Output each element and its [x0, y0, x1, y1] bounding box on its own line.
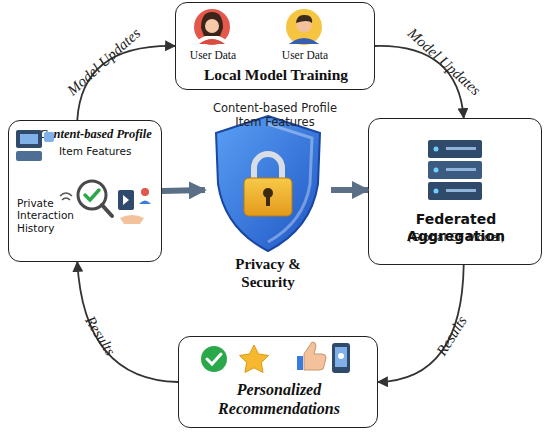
- box-note: Private Interaction History: [17, 197, 79, 234]
- box-title: Personalized Recommendations: [204, 381, 354, 419]
- box-title: Local Model Training: [176, 66, 376, 84]
- profile-box: Content-based ProfileItem FeaturesPrivat…: [8, 120, 162, 262]
- user-label: User Data: [178, 49, 248, 63]
- user-avatar: [194, 9, 230, 45]
- user-avatar: [286, 9, 322, 45]
- box-subtitle: Item Features: [59, 145, 159, 157]
- edge-label: Model Updates: [64, 25, 144, 99]
- floating-label: Content-based Profile Item Features: [205, 101, 345, 130]
- recommendation-icons: [201, 342, 350, 373]
- flow-arrow: [331, 187, 368, 193]
- cycle-arrow: [77, 262, 178, 382]
- box-title: Content-based Profile: [39, 127, 161, 142]
- flow-arrow: [162, 190, 205, 191]
- privacy-shield: Privacy & Security: [205, 112, 331, 312]
- process-box: User Data User DataLocal Model Training: [175, 2, 375, 90]
- shield-caption: Privacy & Security: [235, 256, 301, 291]
- edge-label: Results: [81, 313, 118, 359]
- user-label: User Data: [270, 49, 340, 63]
- shield-lock-icon: [216, 116, 320, 251]
- server-icon: [428, 140, 482, 200]
- edge-label: Results: [433, 313, 470, 359]
- edge-label: Model Updates: [404, 25, 484, 99]
- output-box: Personalized Recommendations: [178, 336, 378, 428]
- box-subtitle: (Global CF Model): [369, 232, 543, 245]
- aggregation-box: Federated Aggregation(Global CF Model): [368, 118, 542, 265]
